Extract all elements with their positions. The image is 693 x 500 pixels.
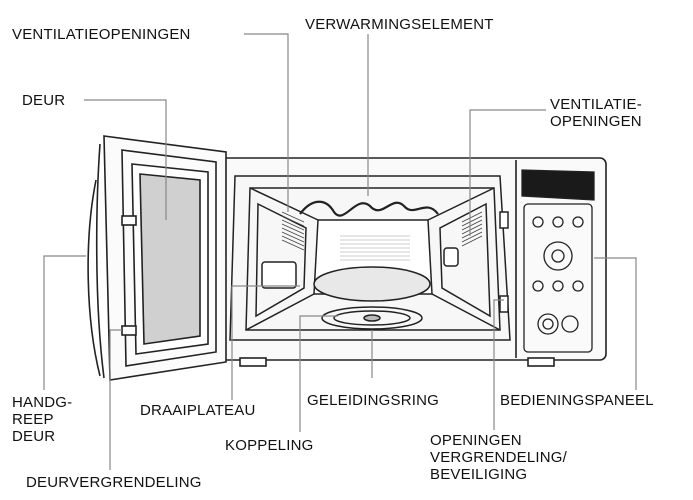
label-verwarmingselement: VERWARMINGSELEMENT [305,16,494,33]
label-openingen-vergrendeling: OPENINGEN VERGRENDELING/ BEVEILIGING [430,432,567,483]
label-ventilatieopeningen-top: VENTILATIEOPENINGEN [12,26,191,43]
label-handgreep-deur: HANDG- REEP DEUR [12,394,73,445]
control-panel [521,169,595,353]
label-koppeling: KOPPELING [225,437,314,454]
vent-holes [281,211,483,251]
leader-lines [43,33,637,470]
label-bedieningspaneel: BEDIENINGSPANEEL [500,392,654,409]
label-ventilatieopeningen-right: VENTILATIE- OPENINGEN [550,96,642,130]
label-geleidingsring: GELEIDINGSRING [307,392,439,409]
heating-element [299,200,439,217]
label-deur: DEUR [22,92,66,109]
door [87,135,227,381]
label-draaiplateau: DRAAIPLATEAU [140,402,256,419]
label-deurvergrendeling: DEURVERGRENDELING [26,474,202,491]
turntable [313,266,431,330]
back-wall-grid [340,235,410,261]
